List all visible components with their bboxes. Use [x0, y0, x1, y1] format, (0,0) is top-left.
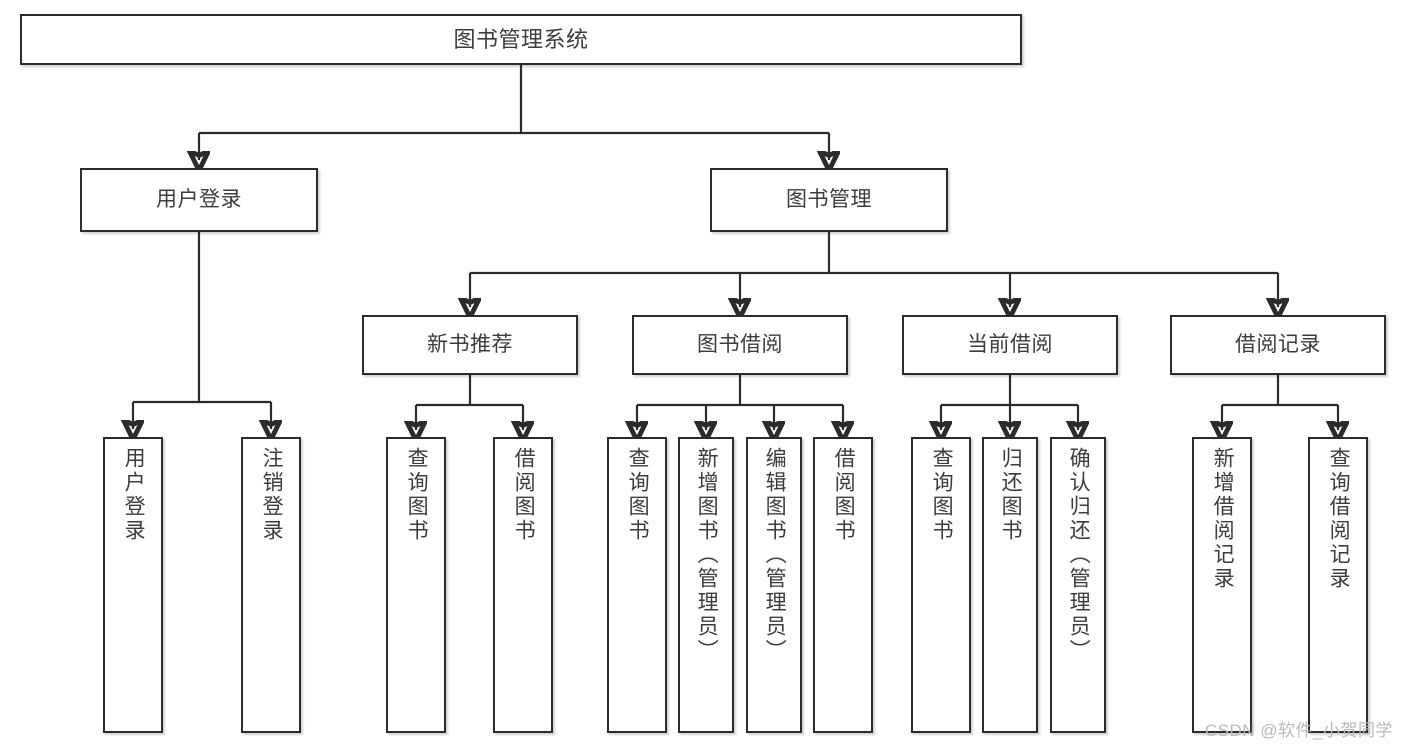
node-label: 确认归还（管理员） [1067, 447, 1091, 663]
node-book-management[interactable]: 图书管理 [710, 168, 948, 232]
node-label: 编辑图书（管理员） [763, 447, 787, 663]
node-label: 借阅记录 [1235, 332, 1321, 356]
node-label: 新增借阅记录 [1211, 447, 1235, 591]
node-label: 查询图书 [405, 447, 429, 543]
leaf-borrow-book-recommend[interactable]: 借阅图书 [493, 437, 553, 733]
node-label: 查询图书 [626, 447, 650, 543]
leaf-add-borrow-record[interactable]: 新增借阅记录 [1192, 437, 1252, 733]
leaf-query-book-recommend[interactable]: 查询图书 [386, 437, 446, 733]
leaf-logout-login[interactable]: 注销登录 [241, 437, 301, 733]
node-label: 新书推荐 [427, 332, 513, 356]
csdn-watermark: CSDN @软件_小贺同学 [1204, 721, 1393, 740]
node-label: 当前借阅 [967, 332, 1053, 356]
node-label: 借阅图书 [512, 447, 536, 543]
leaf-add-book-admin[interactable]: 新增图书（管理员） [678, 437, 734, 733]
node-label: 查询图书 [930, 447, 954, 543]
node-book-borrow[interactable]: 图书借阅 [632, 315, 848, 375]
leaf-edit-book-admin[interactable]: 编辑图书（管理员） [746, 437, 802, 733]
leaf-borrow-book-borrow[interactable]: 借阅图书 [813, 437, 873, 733]
node-new-book-recommend[interactable]: 新书推荐 [362, 315, 578, 375]
node-label: 图书管理系统 [453, 26, 589, 52]
node-borrow-record[interactable]: 借阅记录 [1170, 315, 1386, 375]
leaf-query-book-borrow[interactable]: 查询图书 [607, 437, 667, 733]
node-label: 查询借阅记录 [1327, 447, 1351, 591]
node-current-borrow[interactable]: 当前借阅 [902, 315, 1118, 375]
leaf-query-borrow-record[interactable]: 查询借阅记录 [1308, 437, 1368, 733]
leaf-user-login[interactable]: 用户登录 [103, 437, 163, 733]
node-root-book-management-system[interactable]: 图书管理系统 [20, 14, 1022, 65]
node-label: 注销登录 [260, 447, 284, 543]
leaf-return-book[interactable]: 归还图书 [982, 437, 1038, 733]
node-label: 图书借阅 [697, 332, 783, 356]
node-label: 用户登录 [156, 187, 242, 211]
node-label: 归还图书 [999, 447, 1023, 543]
node-label: 借阅图书 [832, 447, 856, 543]
leaf-query-book-current[interactable]: 查询图书 [911, 437, 971, 733]
node-label: 图书管理 [786, 187, 872, 211]
node-label: 新增图书（管理员） [695, 447, 719, 663]
node-user-login[interactable]: 用户登录 [80, 168, 318, 232]
leaf-confirm-return-admin[interactable]: 确认归还（管理员） [1050, 437, 1106, 733]
node-label: 用户登录 [122, 447, 146, 543]
